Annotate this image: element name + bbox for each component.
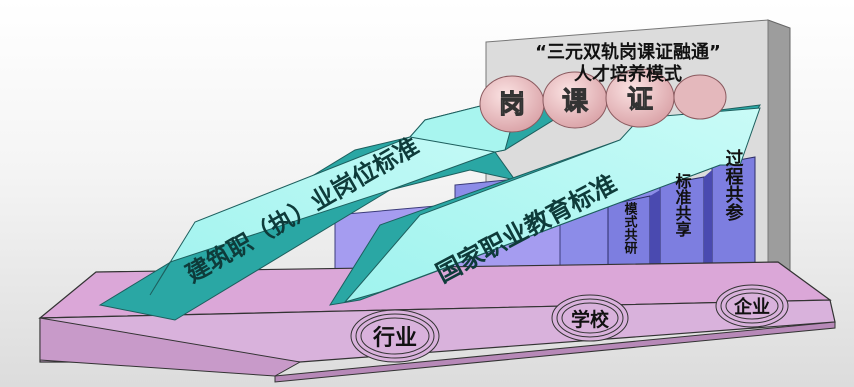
title-line-1: “三元双轨岗课证融通”	[535, 41, 721, 63]
title-line-2: 人才培养模式	[574, 63, 682, 85]
base-circle-label-1: 行业	[372, 325, 417, 351]
title-wall-side	[767, 19, 791, 283]
base-circle-2	[551, 294, 629, 342]
base-circle-label-3: 企业	[733, 296, 770, 318]
lower-arrow[interactable]	[343, 107, 761, 303]
base-circle-1	[350, 309, 440, 363]
base-tray-bottom	[274, 321, 836, 383]
top-circle-tail	[673, 74, 727, 120]
pillar-1-label: 模式共研	[622, 201, 638, 255]
base-circle-label-2: 学校	[571, 308, 610, 331]
base-circle-3	[715, 284, 789, 328]
pillar-2-label: 标准共享	[673, 173, 693, 238]
top-circle-label-2: 课	[562, 87, 589, 117]
pillar-3-label: 过程共参	[723, 148, 744, 222]
top-circle-label-3: 证	[627, 85, 653, 115]
top-circle-label-1: 岗	[499, 90, 525, 120]
pillar-3-side	[704, 170, 712, 285]
